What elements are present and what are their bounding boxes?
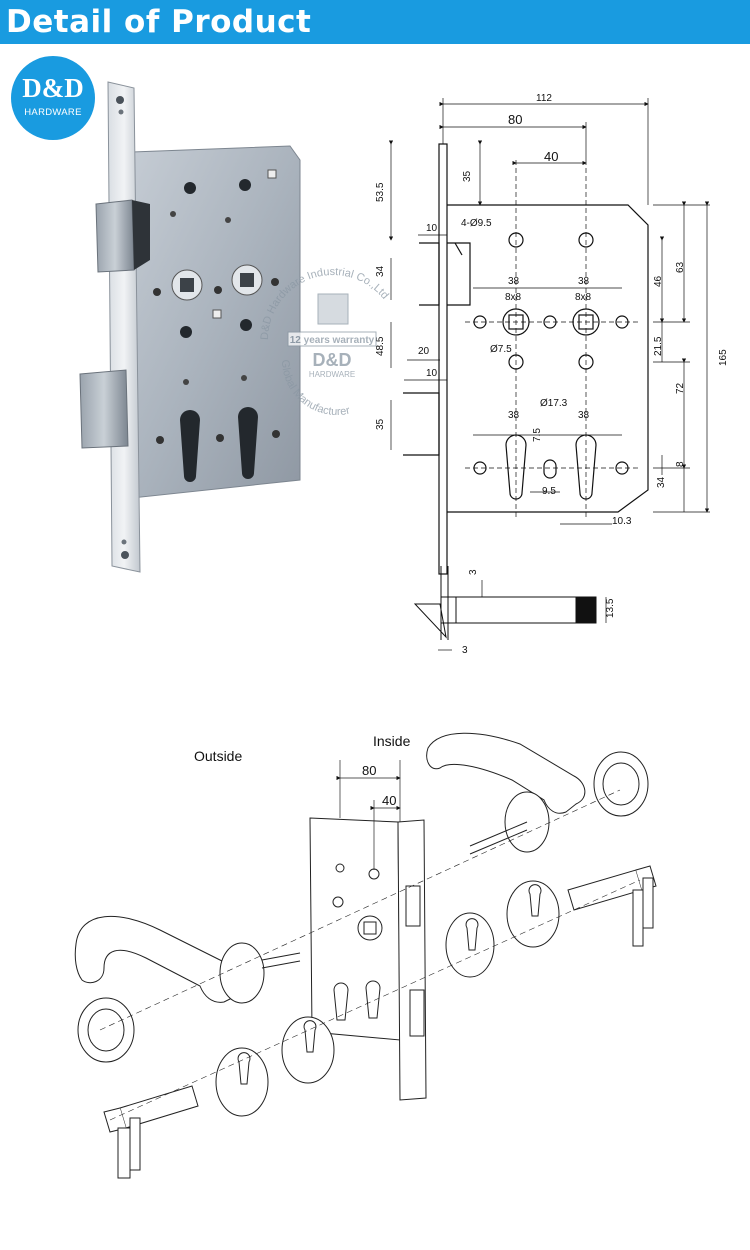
dim-38-c: 38 (508, 410, 520, 421)
dim-80: 80 (508, 112, 522, 127)
technical-drawing (403, 143, 649, 575)
dim-35-top: 35 (462, 170, 473, 182)
dim-38-b: 38 (578, 276, 590, 287)
dim-48-5: 48.5 (375, 336, 386, 356)
exploded-dim-40: 40 (382, 793, 396, 808)
dim-7-5: 7.5 (532, 428, 543, 442)
watermark-brand: D&D (313, 350, 352, 370)
dimension-lines (388, 98, 710, 525)
dim-21-5: 21.5 (653, 336, 664, 356)
dim-63: 63 (675, 261, 686, 273)
dim-10-b: 10 (426, 368, 438, 379)
label-outside: Outside (194, 748, 242, 764)
dim-13-5: 13.5 (605, 598, 616, 618)
dim-10-3: 10.3 (612, 516, 632, 527)
page-title: Detail of Product (6, 4, 312, 40)
header-bar: Detail of Product (0, 0, 750, 44)
logo-main-text: D&D (22, 73, 84, 103)
dim-8: 8 (675, 461, 686, 467)
dim-165: 165 (718, 349, 729, 366)
lock-photo (79, 81, 301, 573)
dim-38-a: 38 (508, 276, 520, 287)
dim-3-a: 3 (468, 569, 479, 575)
brand-logo: D&D HARDWARE (11, 56, 95, 140)
dim-9-5: 9.5 (542, 486, 556, 497)
watermark-badge: 12 years warranty (290, 335, 375, 346)
dim-8x8-b: 8x8 (575, 292, 592, 303)
dimension-labels: 112 80 40 35 53.5 10 4-Ø9.5 34 38 38 8x8… (375, 93, 729, 527)
dim-35-bot: 35 (375, 418, 386, 430)
label-inside: Inside (373, 733, 411, 749)
dim-40: 40 (544, 149, 558, 164)
dim-17-3-dia: Ø17.3 (540, 398, 568, 409)
logo-sub-text: HARDWARE (24, 107, 82, 118)
exploded-dim-80: 80 (362, 763, 376, 778)
dim-20: 20 (418, 346, 430, 357)
dim-4-dia: 4-Ø9.5 (461, 218, 492, 229)
side-view (413, 566, 607, 651)
dim-72: 72 (675, 382, 686, 394)
exploded-view (74, 732, 657, 1179)
dim-8x8-a: 8x8 (505, 292, 522, 303)
dim-46: 46 (653, 275, 664, 287)
dim-38-d: 38 (578, 410, 590, 421)
dim-34-right: 34 (656, 476, 667, 488)
dim-7-5-dia: Ø7.5 (490, 344, 512, 355)
dim-34: 34 (375, 265, 386, 277)
dim-10-a: 10 (426, 223, 438, 234)
dim-112: 112 (536, 93, 552, 104)
dim-53-5: 53.5 (375, 182, 386, 202)
dim-3-b: 3 (462, 645, 468, 656)
watermark-brand-sub: HARDWARE (309, 370, 355, 379)
